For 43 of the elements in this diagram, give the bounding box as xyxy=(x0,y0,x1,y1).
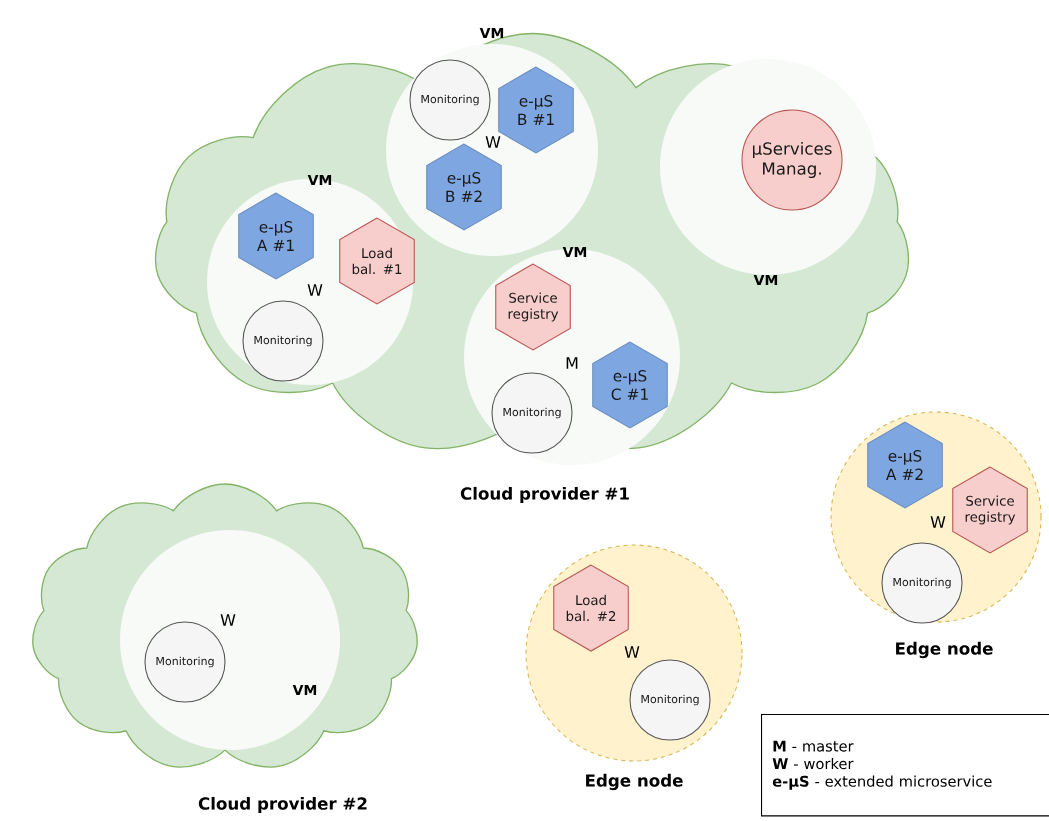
node-label: e-µS A #2 xyxy=(886,450,923,480)
group-label: Edge node xyxy=(586,773,683,791)
node-label: Monitoring xyxy=(156,656,214,668)
group-label: Edge node xyxy=(896,641,993,659)
node-label: Monitoring xyxy=(641,694,699,706)
vm-label: VM xyxy=(292,684,317,696)
group-label: Cloud provider #2 xyxy=(198,796,367,814)
hexagon xyxy=(339,217,415,305)
vm-label: VM xyxy=(562,246,587,258)
node-label: e-µS A #1 xyxy=(257,221,294,251)
legend-box: M - master W - worker e-µS - extended microservice xyxy=(761,714,1049,817)
monitoring-circle xyxy=(491,372,573,454)
node-label: Monitoring xyxy=(254,335,312,347)
monitoring-circle xyxy=(881,542,963,624)
node-label: Service registry xyxy=(508,292,559,322)
hexagon xyxy=(952,466,1028,554)
role-letter: W xyxy=(930,516,946,528)
monitoring-circle xyxy=(242,300,324,382)
role-letter: W xyxy=(307,284,323,296)
manager-circle xyxy=(741,109,843,211)
monitoring-circle xyxy=(629,659,711,741)
vm-label: VM xyxy=(753,274,778,286)
node-label: µServices Manag. xyxy=(753,141,832,179)
role-letter: W xyxy=(485,136,501,148)
node-label: e-µS C #1 xyxy=(611,370,648,400)
hexagon xyxy=(867,421,943,509)
group-label: Cloud provider #1 xyxy=(460,486,629,504)
vm-label: VM xyxy=(307,174,332,186)
node-label: e-µS B #2 xyxy=(446,172,482,202)
node-label: Monitoring xyxy=(503,407,561,419)
hexagon xyxy=(495,263,571,351)
node-label: Monitoring xyxy=(893,577,951,589)
node-label: Load bal. #1 xyxy=(352,247,402,275)
role-letter: M xyxy=(566,357,578,369)
node-label: Monitoring xyxy=(421,94,479,106)
role-letter: W xyxy=(624,646,640,658)
node-label: Load bal. #2 xyxy=(566,594,616,622)
node-label: Service registry xyxy=(965,495,1016,525)
vm-label: VM xyxy=(479,27,504,39)
role-letter: W xyxy=(220,614,236,626)
hexagon xyxy=(238,192,314,280)
node-label: e-µS B #1 xyxy=(518,95,554,125)
hexagon xyxy=(592,341,668,429)
